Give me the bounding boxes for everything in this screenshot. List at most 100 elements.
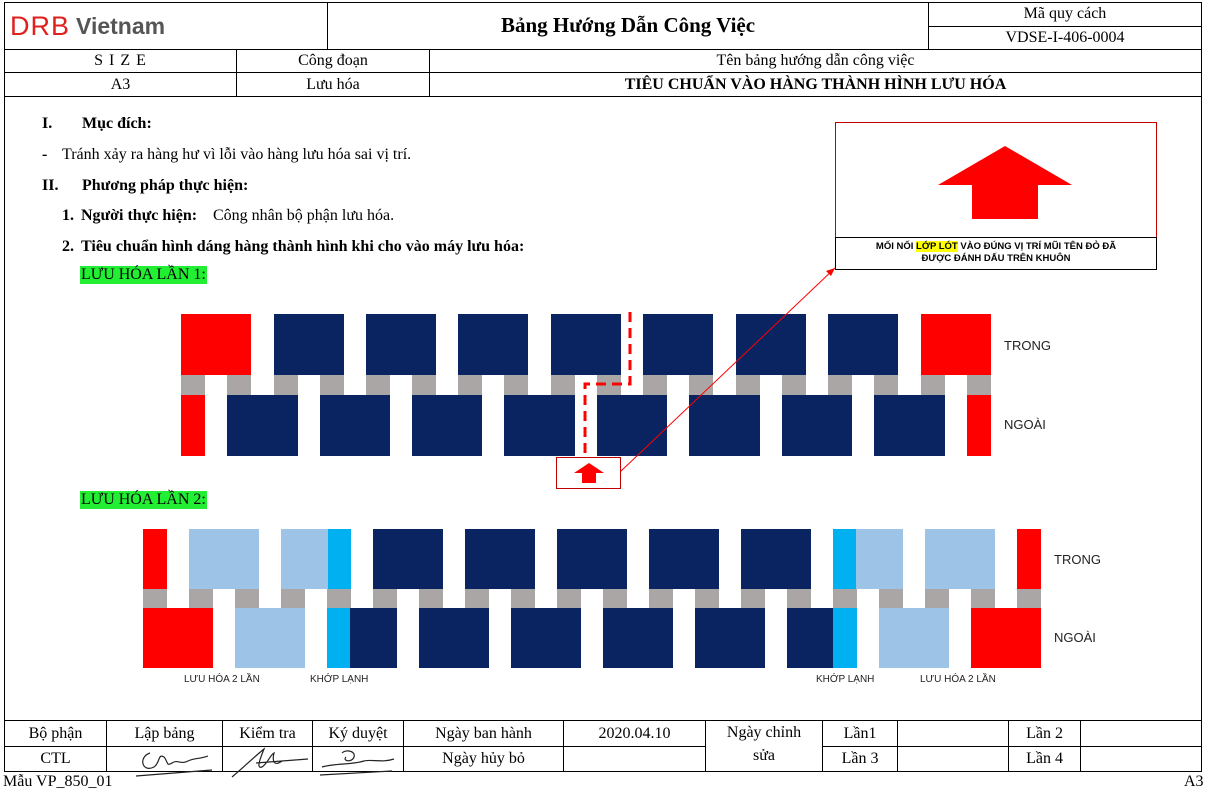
end-block-bottom-left	[181, 395, 205, 456]
segment-block	[320, 395, 390, 456]
callout-text: MỐI NỐI LỚP LÓT VÀO ĐÚNG VỊ TRÍ MŨI TÊN …	[836, 241, 1156, 265]
double-cure-block	[925, 529, 995, 589]
segment-block	[465, 529, 535, 589]
section-1-number: I.	[42, 115, 53, 132]
code-value: VDSE-I-406-0004	[1005, 29, 1125, 46]
revise-label-line1: Ngày chỉnh	[726, 724, 802, 741]
revision-3: Lần 3	[841, 750, 879, 767]
connector	[787, 589, 811, 608]
connector	[419, 589, 443, 608]
cold-joint-block	[833, 608, 857, 668]
connector	[603, 589, 627, 608]
joint-mark-box	[556, 457, 621, 489]
connector	[504, 375, 528, 395]
section-1-dash: -	[42, 146, 48, 163]
company-logo: DRB Vietnam	[10, 9, 180, 43]
connector	[274, 375, 298, 395]
cancel-date-label: Ngày hủy bỏ	[442, 750, 525, 767]
segment-block	[458, 314, 528, 375]
approve-label: Ký duyệt	[328, 724, 388, 742]
document-title: Bảng Hướng Dẫn Công Việc	[500, 13, 756, 37]
connector	[227, 375, 251, 395]
connector	[235, 589, 259, 608]
diagram-1-label-bottom: NGOÀI	[1004, 417, 1046, 432]
connector	[879, 589, 903, 608]
end-block-bottom-right	[971, 608, 1041, 668]
callout-text-after: VÀO ĐÚNG VỊ TRÍ MŨI TÊN ĐỎ ĐÃ	[960, 241, 1117, 252]
revision-4: Lần 4	[1026, 750, 1063, 767]
segment-block	[828, 314, 898, 375]
connector	[366, 375, 390, 395]
process-value: Lưu hóa	[306, 75, 360, 93]
revision-1: Lần1	[843, 724, 877, 742]
segment-block	[649, 529, 719, 589]
connector	[874, 375, 898, 395]
segment-block	[504, 395, 575, 456]
double-cure-block	[856, 529, 903, 589]
signature-made-by	[135, 752, 213, 777]
segment-block	[350, 608, 397, 668]
guide-value: TIÊU CHUẨN VÀO HÀNG THÀNH HÌNH LƯU HÓA	[624, 75, 1007, 93]
connector	[281, 589, 305, 608]
connector	[412, 375, 436, 395]
signature-approver	[319, 750, 395, 776]
connector	[649, 589, 673, 608]
connector	[741, 589, 765, 608]
check-label: Kiểm tra	[239, 724, 296, 742]
segment-block	[787, 608, 833, 668]
connector	[327, 589, 351, 608]
double-cure-block	[235, 608, 305, 668]
end-block-top-left	[181, 314, 251, 375]
item-1-text: Công nhân bộ phận lưu hóa.	[213, 207, 395, 224]
connector	[465, 589, 489, 608]
item-1-bold: Người thực hiện:	[81, 207, 198, 224]
page-size-mark: A3	[1184, 773, 1204, 790]
note-cold-joint-right: KHỚP LẠNH	[816, 674, 875, 685]
cold-joint-block	[328, 529, 351, 589]
end-block-top-left	[143, 529, 167, 589]
connector	[373, 589, 397, 608]
callout-text-line2: ĐƯỢC ĐÁNH DẤU TRÊN KHUÔN	[921, 253, 1071, 264]
segment-block	[551, 314, 621, 375]
segment-block	[741, 529, 811, 589]
callout-highlight: LỚP LÓT	[916, 241, 958, 252]
connector	[458, 375, 482, 395]
issue-date-label: Ngày ban hành	[435, 724, 532, 742]
cold-joint-block	[833, 529, 856, 589]
section-2-number: II.	[42, 177, 59, 194]
connector	[925, 589, 949, 608]
connector	[511, 589, 535, 608]
connector	[143, 589, 167, 608]
segment-block	[373, 529, 443, 589]
phase-1-label: LƯU HÓA LẦN 1:	[80, 266, 207, 284]
logo-country: Vietnam	[76, 12, 166, 39]
form-code: Mẫu VP_850_01	[3, 773, 113, 790]
dept-value: CTL	[40, 750, 71, 767]
item-2-number: 2.	[62, 238, 74, 255]
connector	[189, 589, 213, 608]
note-double-cure-left: LƯU HÓA 2 LẦN	[184, 674, 260, 685]
end-block-bottom-right	[967, 395, 991, 456]
connector	[597, 375, 621, 395]
revision-2: Lần 2	[1026, 724, 1063, 742]
connector	[971, 589, 995, 608]
cold-joint-block	[327, 608, 350, 668]
callout-box: MỐI NỐI LỚP LÓT VÀO ĐÚNG VỊ TRÍ MŨI TÊN …	[835, 122, 1157, 270]
segment-block	[782, 395, 852, 456]
double-cure-block	[281, 529, 328, 589]
connector	[551, 375, 575, 395]
connector	[320, 375, 344, 395]
item-2-text: Tiêu chuẩn hình dáng hàng thành hình khi…	[81, 238, 525, 255]
diagram-2-label-bottom: NGOÀI	[1054, 630, 1096, 645]
segment-block	[412, 395, 482, 456]
segment-block	[643, 314, 713, 375]
process-label: Công đoạn	[298, 52, 368, 69]
segment-block	[557, 529, 627, 589]
segment-block	[227, 395, 298, 456]
note-double-cure-right: LƯU HÓA 2 LẦN	[920, 674, 996, 685]
code-label: Mã quy cách	[1023, 5, 1107, 22]
segment-block	[366, 314, 436, 375]
guide-label: Tên bảng hướng dẫn công việc	[716, 52, 915, 69]
callout-text-frame	[835, 237, 1157, 270]
section-1-text: Tránh xảy ra hàng hư vì lỗi vào hàng lưu…	[62, 146, 412, 163]
